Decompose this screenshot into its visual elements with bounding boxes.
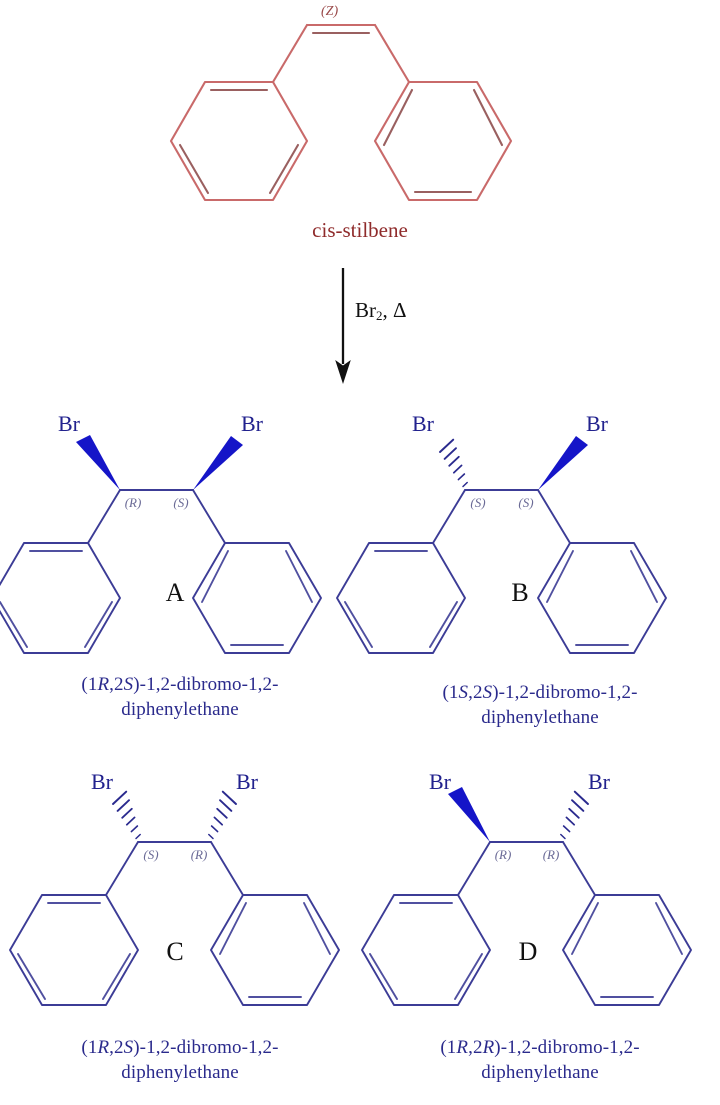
stereo-label-right: (R) (191, 847, 208, 862)
br-label-left: Br (412, 411, 435, 436)
caption-pre: (1 (81, 674, 98, 695)
br-label-right: Br (586, 411, 609, 436)
stereo-label-right: (S) (173, 495, 188, 510)
caption-stereo-1: R (456, 1037, 469, 1058)
stereo-label-left: (R) (125, 495, 142, 510)
br-label-left: Br (91, 769, 114, 794)
br-label-left: Br (58, 411, 81, 436)
product-C-structure: Br Br (S) (R) (9, 769, 340, 1006)
product-caption-D: (1R,2R)-1,2-dibromo-1,2- diphenylethane (360, 1035, 720, 1085)
caption-mid: ,2 (109, 1037, 124, 1058)
caption-post: )-1,2-dibromo-1,2- (492, 682, 638, 703)
product-letter-D: D (518, 937, 538, 966)
stereo-label-left: (S) (143, 847, 158, 862)
caption-stereo-2: S (482, 682, 493, 703)
reaction-arrow (335, 268, 351, 384)
product-letter-C: C (166, 937, 184, 966)
caption-post: )-1,2-dibromo-1,2- (133, 1037, 279, 1058)
reagent-br: Br (355, 298, 376, 322)
caption-post: )-1,2-dibromo-1,2- (494, 1037, 640, 1058)
hash-bond-right (560, 790, 589, 840)
caption-line2: diphenylethane (481, 1062, 599, 1083)
stereo-label-right: (R) (543, 847, 560, 862)
br-label-right: Br (241, 411, 264, 436)
stereo-label-left: (S) (470, 495, 485, 510)
caption-mid: ,2 (109, 674, 124, 695)
stereo-label-right: (S) (518, 495, 533, 510)
reagent-label: Br2, Δ (355, 298, 407, 324)
wedge-bond-right (193, 436, 243, 490)
cis-stilbene-structure (169, 23, 513, 202)
stereo-label-left: (R) (495, 847, 512, 862)
caption-stereo-1: R (97, 1037, 110, 1058)
caption-line2: diphenylethane (121, 699, 239, 720)
caption-stereo-1: R (97, 674, 110, 695)
z-geometry-label: (Z) (321, 4, 339, 19)
br-label-right: Br (236, 769, 259, 794)
caption-mid: ,2 (468, 1037, 483, 1058)
br-label-left: Br (429, 769, 452, 794)
caption-pre: (1 (81, 1037, 98, 1058)
caption-pre: (1 (440, 1037, 457, 1058)
product-caption-A: (1R,2S)-1,2-dibromo-1,2- diphenylethane (0, 672, 360, 722)
reagent-rest: , Δ (382, 298, 407, 322)
product-caption-C: (1R,2S)-1,2-dibromo-1,2- diphenylethane (0, 1035, 360, 1085)
product-A-structure: Br Br (R) (S) (0, 411, 322, 654)
wedge-bond-left (448, 787, 490, 842)
product-D-structure: Br Br (R) (R) (361, 769, 692, 1006)
hash-bond-left (112, 790, 141, 840)
product-caption-B: (1S,2S)-1,2-dibromo-1,2- diphenylethane (360, 680, 720, 730)
caption-stereo-2: S (123, 674, 134, 695)
caption-line2: diphenylethane (481, 707, 599, 728)
caption-pre: (1 (442, 682, 459, 703)
br-label-right: Br (588, 769, 611, 794)
caption-post: )-1,2-dibromo-1,2- (133, 674, 279, 695)
caption-stereo-2: S (123, 1037, 134, 1058)
wedge-bond-left (76, 435, 120, 490)
hash-bond-left (439, 438, 468, 488)
caption-stereo-2: R (482, 1037, 495, 1058)
caption-line2: diphenylethane (121, 1062, 239, 1083)
wedge-bond-right (538, 436, 588, 490)
product-letter-A: A (165, 578, 185, 607)
product-letter-B: B (511, 578, 529, 607)
hash-bond-right (208, 790, 237, 840)
caption-mid: ,2 (468, 682, 483, 703)
caption-stereo-1: S (458, 682, 469, 703)
product-B-structure: Br Br (S) (S) (336, 411, 667, 654)
reactant-name: cis-stilbene (312, 218, 408, 242)
reagent-br-subscript: 2 (376, 308, 383, 323)
